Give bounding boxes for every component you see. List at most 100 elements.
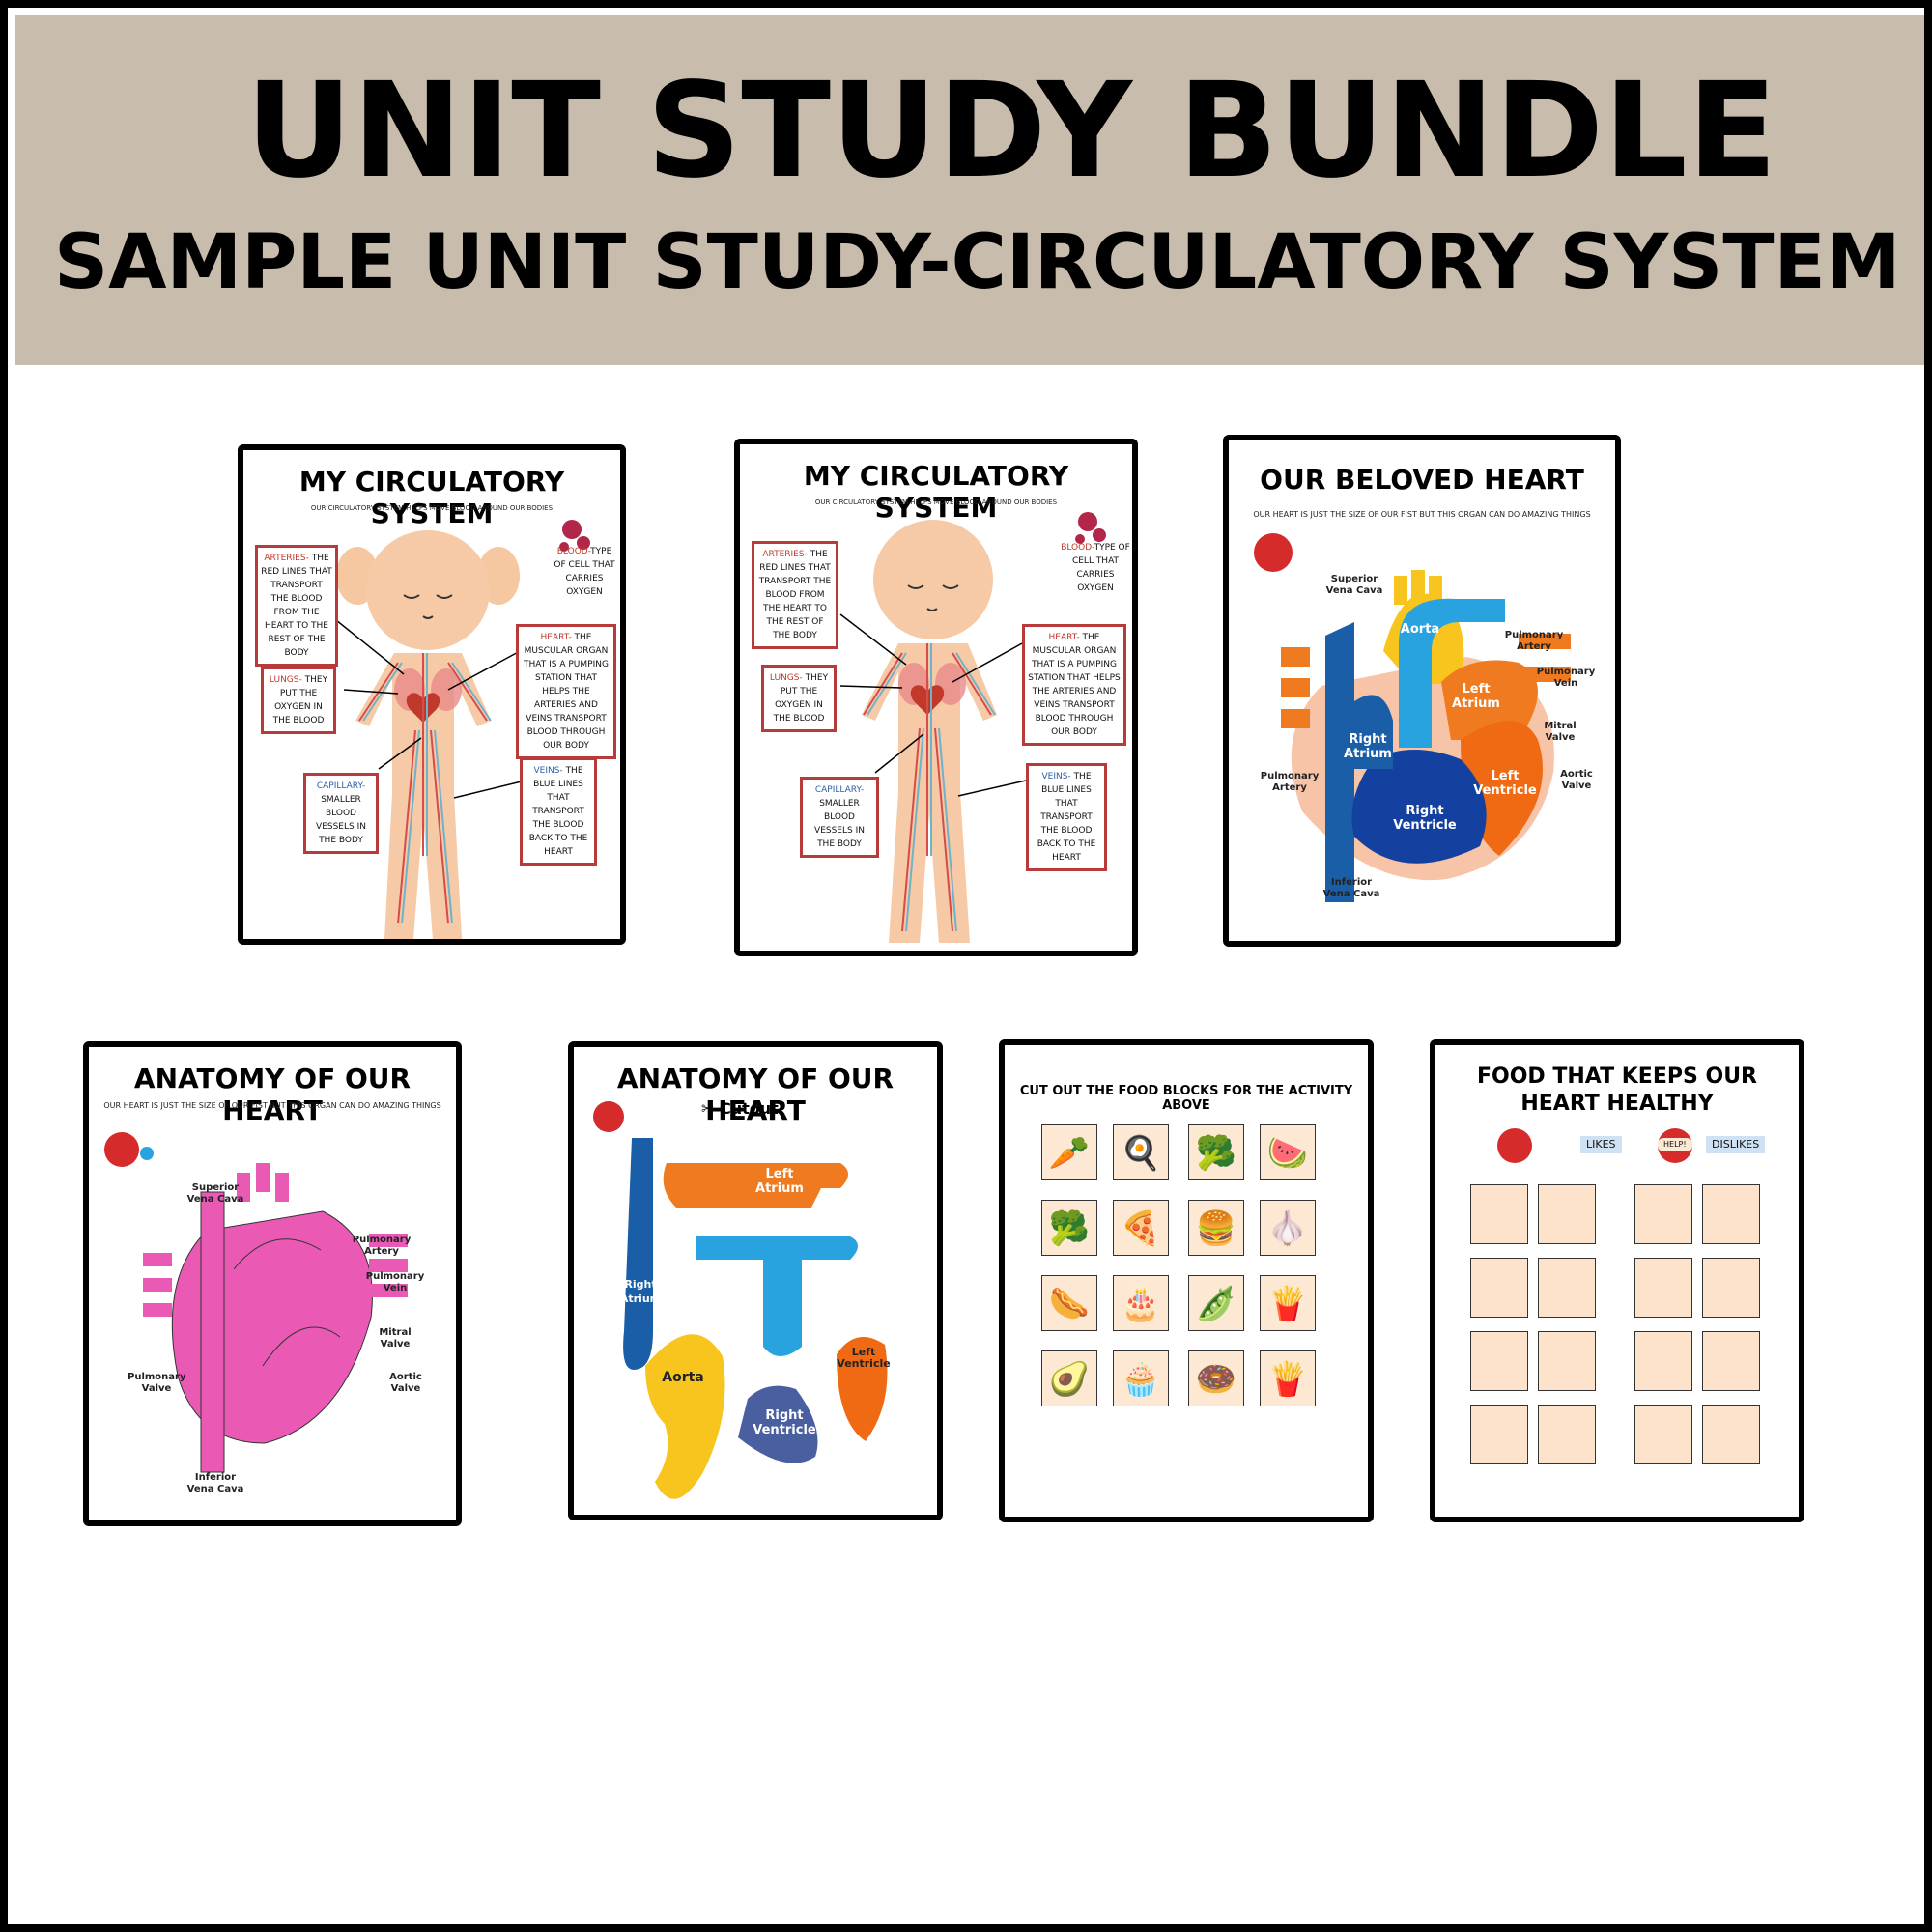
sorting-square xyxy=(1538,1258,1596,1318)
page-title: ANATOMY OF OUR HEART xyxy=(133,1063,412,1126)
food-block: 🧁 xyxy=(1113,1350,1169,1406)
sorting-square xyxy=(1470,1331,1528,1391)
cutout-pieces xyxy=(593,1101,888,1499)
page-title-line2: HEART HEALTHY xyxy=(1520,1092,1714,1116)
worksheet-cutout: ANATOMY OF OUR HEART ✂ Cutout Left Atriu… xyxy=(568,1041,943,1520)
blood-text: TYPE OF CELL THAT CARRIES OXYGEN xyxy=(1071,543,1130,593)
food-block: 🍕 xyxy=(1113,1200,1169,1256)
food-block: 🥦 xyxy=(1188,1124,1244,1180)
likes-tag: LIKES xyxy=(1580,1136,1622,1153)
label-left-atrium: Left Atrium xyxy=(1452,682,1500,711)
arteries-key: ARTERIES- xyxy=(264,554,309,563)
blood-text: TYPE OF CELL THAT CARRIES OXYGEN xyxy=(554,547,615,597)
label-blood: BLOOD-TYPE OF CELL THAT CARRIES OXYGEN xyxy=(1059,541,1132,595)
sorting-square xyxy=(1702,1258,1760,1318)
label-veins: VEINS- THE BLUE LINES THAT TRANSPORT THE… xyxy=(520,757,597,866)
label-pulmonary-artery: Pulmonary Artery xyxy=(352,1235,412,1257)
label-pulmonary-valve: Pulmonary Valve xyxy=(128,1372,186,1394)
sorting-square xyxy=(1634,1331,1692,1391)
heart-text: THE MUSCULAR ORGAN THAT IS A PUMPING STA… xyxy=(1028,633,1121,737)
capillary-text: SMALLER BLOOD VESSELS IN THE BODY xyxy=(316,795,366,845)
veins-text: THE BLUE LINES THAT TRANSPORT THE BLOOD … xyxy=(1037,772,1096,863)
arteries-key: ARTERIES- xyxy=(762,550,808,559)
body-figure-illustration xyxy=(839,512,1106,943)
blood-key: BLOOD- xyxy=(1061,543,1094,553)
page-title: MY CIRCULATORY SYSTEM xyxy=(298,466,565,529)
sorting-square xyxy=(1634,1258,1692,1318)
heart-key: HEART- xyxy=(540,633,572,642)
page-title: OUR BELOVED HEART xyxy=(1260,464,1584,496)
sorting-square xyxy=(1634,1184,1692,1244)
heart-key: HEART- xyxy=(1048,633,1080,642)
piece-aorta: Aorta xyxy=(662,1370,704,1385)
page-title: CUT OUT THE FOOD BLOCKS FOR THE ACTIVITY… xyxy=(1019,1084,1353,1113)
label-heart: HEART- THE MUSCULAR ORGAN THAT IS A PUMP… xyxy=(516,624,616,759)
page-subtitle: OUR HEART IS JUST THE SIZE OF OUR FIST B… xyxy=(1253,510,1591,519)
page-subtitle: OUR CIRCULATORY SYSTEM HELPS MOVE BLOOD … xyxy=(310,504,554,512)
sorting-square xyxy=(1470,1405,1528,1464)
label-arteries: ARTERIES- THE RED LINES THAT TRANSPORT T… xyxy=(255,545,338,667)
food-block: 🥑 xyxy=(1041,1350,1097,1406)
body-figure-illustration xyxy=(335,520,590,939)
food-block: 🍟 xyxy=(1260,1350,1316,1406)
food-block: 🥕 xyxy=(1041,1124,1097,1180)
label-superior-vena-cava: Superior Vena Cava xyxy=(186,1182,244,1205)
food-block: 🧄 xyxy=(1260,1200,1316,1256)
label-arteries: ARTERIES- THE RED LINES THAT TRANSPORT T… xyxy=(752,541,838,649)
cutout-text: Cutout xyxy=(719,1099,779,1118)
label-right-ventricle: Right Ventricle xyxy=(1393,804,1457,833)
food-block: 🍉 xyxy=(1260,1124,1316,1180)
sorting-square xyxy=(1538,1184,1596,1244)
label-aorta: Aorta xyxy=(1400,622,1440,637)
label-inferior-vena-cava: Inferior Vena Cava xyxy=(1322,877,1380,899)
worksheet-circulatory-boy: MY CIRCULATORY SYSTEM OUR CIRCULATORY SY… xyxy=(734,439,1138,956)
header-banner: UNIT STUDY BUNDLE SAMPLE UNIT STUDY-CIRC… xyxy=(15,15,1924,365)
worksheet-circulatory-girl: MY CIRCULATORY SYSTEM OUR CIRCULATORY SY… xyxy=(238,444,626,945)
piece-right-atrium: Right Atrium xyxy=(619,1278,662,1305)
blood-key: BLOOD- xyxy=(556,547,591,556)
worksheet-beloved-heart: OUR BELOVED HEART OUR HEART IS JUST THE … xyxy=(1223,435,1621,947)
label-capillary: CAPILLARY- SMALLER BLOOD VESSELS IN THE … xyxy=(800,777,879,858)
sorting-square xyxy=(1470,1184,1528,1244)
food-block: 🍳 xyxy=(1113,1124,1169,1180)
arteries-text: THE RED LINES THAT TRANSPORT THE BLOOD F… xyxy=(261,554,332,658)
sorting-square xyxy=(1634,1405,1692,1464)
capillary-key: CAPILLARY- xyxy=(316,781,366,791)
page-title: ANATOMY OF OUR HEART xyxy=(616,1063,895,1126)
capillary-text: SMALLER BLOOD VESSELS IN THE BODY xyxy=(814,799,865,849)
help-tag: HELP! xyxy=(1658,1138,1692,1151)
piece-left-ventricle: Left Ventricle xyxy=(837,1346,891,1370)
sorting-square xyxy=(1702,1331,1760,1391)
food-block: 🍟 xyxy=(1260,1275,1316,1331)
label-pulmonary-vein: Pulmonary Vein xyxy=(1536,667,1596,689)
lungs-text: THEY PUT THE OXYGEN IN THE BLOOD xyxy=(272,675,328,725)
sorting-square xyxy=(1538,1405,1596,1464)
label-aortic-valve: Aortic Valve xyxy=(389,1372,422,1394)
scissors-icon: ✂ xyxy=(701,1099,715,1118)
bundle-title: UNIT STUDY BUNDLE xyxy=(245,55,1777,208)
food-block: 🫛 xyxy=(1188,1275,1244,1331)
label-veins: VEINS- THE BLUE LINES THAT TRANSPORT THE… xyxy=(1026,763,1107,871)
sorting-square xyxy=(1702,1405,1760,1464)
capillary-key: CAPILLARY- xyxy=(814,785,865,795)
piece-left-atrium: Left Atrium xyxy=(755,1167,804,1196)
label-mitral-valve: Mitral Valve xyxy=(1544,721,1577,743)
sorting-square xyxy=(1702,1184,1760,1244)
label-inferior-vena-cava: Inferior Vena Cava xyxy=(186,1472,244,1494)
food-block: 🌭 xyxy=(1041,1275,1097,1331)
label-aortic-valve: Aortic Valve xyxy=(1560,769,1593,791)
sorting-square xyxy=(1538,1331,1596,1391)
page-title: MY CIRCULATORY SYSTEM xyxy=(803,460,1069,524)
worksheet-healthy-food: FOOD THAT KEEPS OUR HEART HEALTHY LIKES … xyxy=(1430,1039,1804,1522)
page-subtitle: OUR CIRCULATORY SYSTEM HELPS MOVE BLOOD … xyxy=(814,498,1058,506)
cutout-label: ✂ Cutout xyxy=(701,1099,779,1118)
page-title-line1: FOOD THAT KEEPS OUR xyxy=(1477,1065,1757,1089)
arteries-text: THE RED LINES THAT TRANSPORT THE BLOOD F… xyxy=(758,550,832,640)
label-superior-vena-cava: Superior Vena Cava xyxy=(1325,574,1383,596)
bundle-subtitle: SAMPLE UNIT STUDY-CIRCULATORY SYSTEM xyxy=(54,219,1901,306)
heart-diagram-color xyxy=(1254,533,1571,902)
veins-key: VEINS- xyxy=(1041,772,1071,781)
label-pulmonary-artery: Pulmonary Artery xyxy=(1504,630,1564,652)
veins-key: VEINS- xyxy=(533,766,563,776)
worksheet-anatomy-pink: ANATOMY OF OUR HEART OUR HEART IS JUST T… xyxy=(83,1041,462,1526)
